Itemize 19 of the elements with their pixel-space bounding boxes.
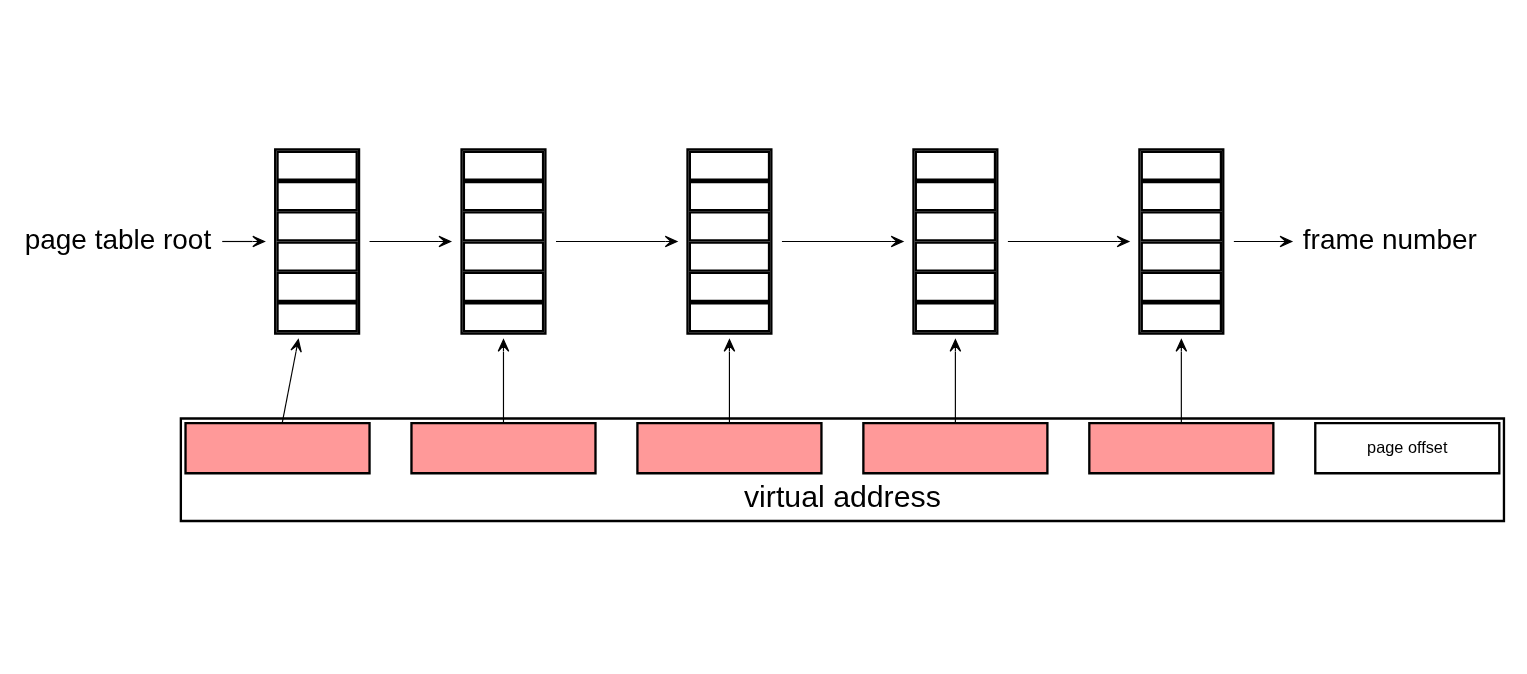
node-text: frame number — [1302, 223, 1477, 255]
arrow — [781, 235, 904, 248]
arrow — [1175, 339, 1188, 424]
node-box — [1088, 422, 1275, 475]
node-box — [410, 422, 597, 475]
arrow — [497, 339, 510, 424]
node-text: page table root — [24, 223, 212, 255]
arrow — [221, 235, 266, 248]
node-box — [636, 422, 823, 475]
node-box: page offset — [1314, 422, 1501, 475]
arrow — [1007, 235, 1130, 248]
arrow — [723, 339, 736, 424]
arrow — [555, 235, 678, 248]
arrow — [368, 235, 452, 248]
node-box — [184, 422, 371, 475]
arrow — [1233, 235, 1293, 248]
node-box — [862, 422, 1049, 475]
arrow — [281, 339, 302, 424]
arrow — [949, 339, 962, 424]
